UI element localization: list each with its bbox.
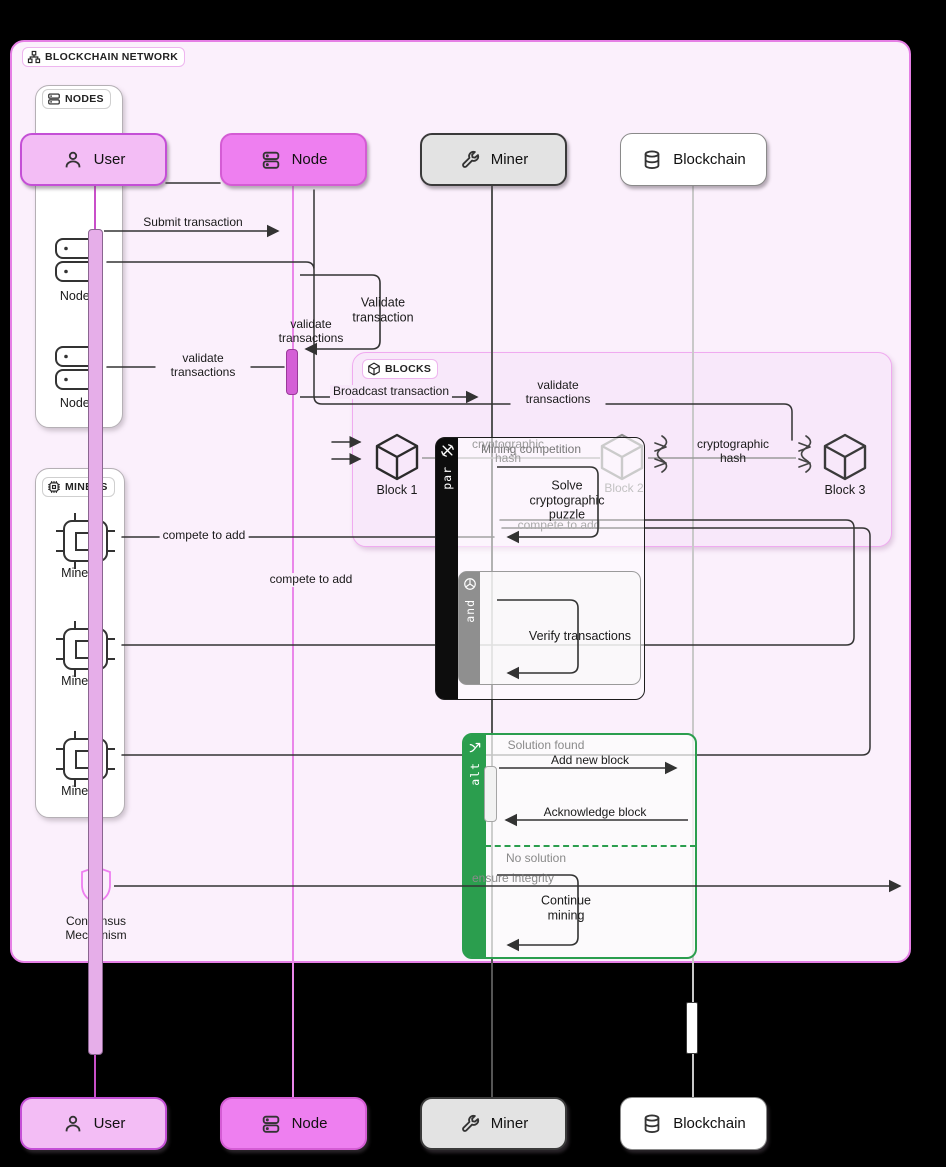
ensure-integrity-label: ensure integrity — [471, 871, 555, 886]
block3-label: Block 3 — [824, 482, 866, 497]
compete-1-label: compete to add — [159, 528, 249, 543]
submit-transaction-label: Submit transaction — [143, 215, 243, 230]
chip-icon — [48, 481, 60, 493]
blockchain-activation-bar — [686, 1002, 698, 1054]
person-icon — [65, 151, 80, 167]
cube-icon — [368, 362, 380, 376]
blocks-group-label: BLOCKS — [362, 359, 439, 379]
actor-miner-top: Miner — [420, 133, 567, 186]
alt-divider — [485, 845, 696, 847]
alt-case2-label: No solution — [505, 851, 567, 866]
par-title: Mining competition — [480, 442, 582, 457]
continue-mining-label: Continue mining — [540, 893, 592, 923]
block1-label: Block 1 — [376, 482, 418, 497]
actor-blockchain-bottom: Blockchain — [620, 1097, 767, 1150]
compete-2-label: compete to add — [266, 572, 356, 587]
add-new-block-label: Add new block — [550, 753, 630, 768]
wrench-icon — [461, 150, 479, 168]
network-title: BLOCKCHAIN NETWORK — [45, 51, 179, 63]
actor-blockchain-top: Blockchain — [620, 133, 767, 186]
server-icon — [262, 1115, 279, 1133]
miners-group — [35, 468, 125, 818]
validate-transactions-near-label: validate transactions — [278, 317, 344, 345]
blockchain-lifeline — [692, 186, 694, 1097]
network-icon — [27, 50, 41, 64]
validate-transaction-label: Validate transaction — [352, 295, 414, 325]
crypto-hash-2-label: cryptographic hash — [696, 437, 770, 465]
broadcast-transaction-label: Broadcast transaction — [329, 384, 453, 399]
validate-transactions-left-label: validate transactions — [155, 351, 251, 380]
actor-miner-bottom: Miner — [420, 1097, 567, 1150]
actor-user-top: User — [20, 133, 167, 186]
database-icon — [644, 1114, 660, 1133]
server-icon — [48, 93, 60, 105]
blockchain-network-label: BLOCKCHAIN NETWORK — [22, 47, 186, 67]
miners-group-label: MINERS — [42, 477, 115, 497]
alt-label: alt — [468, 762, 482, 786]
actor-node-bottom: Node — [220, 1097, 367, 1150]
branch-icon — [469, 742, 481, 753]
and-label: and — [462, 599, 477, 623]
pickaxe-icon — [440, 444, 454, 457]
alt-case1-label: Solution found — [507, 738, 585, 753]
user-activation-bar — [88, 229, 103, 1055]
nodes-group-label: NODES — [42, 89, 111, 109]
database-icon — [644, 150, 660, 169]
par-label: par — [440, 466, 454, 490]
unit-icon — [463, 578, 476, 590]
miner-activation-bar — [484, 766, 497, 822]
validate-transactions-right-label: validate transactions — [510, 378, 606, 407]
actor-user-bottom: User — [20, 1097, 167, 1150]
actor-node-top: Node — [220, 133, 367, 186]
server-icon — [262, 151, 279, 169]
wrench-icon — [461, 1114, 479, 1132]
acknowledge-block-label: Acknowledge block — [543, 805, 647, 820]
solve-puzzle-label: Solve cryptographic puzzle — [529, 478, 605, 522]
verify-transactions-label: Verify transactions — [528, 628, 632, 643]
node-activation-bar — [286, 349, 298, 395]
person-icon — [65, 1115, 80, 1131]
